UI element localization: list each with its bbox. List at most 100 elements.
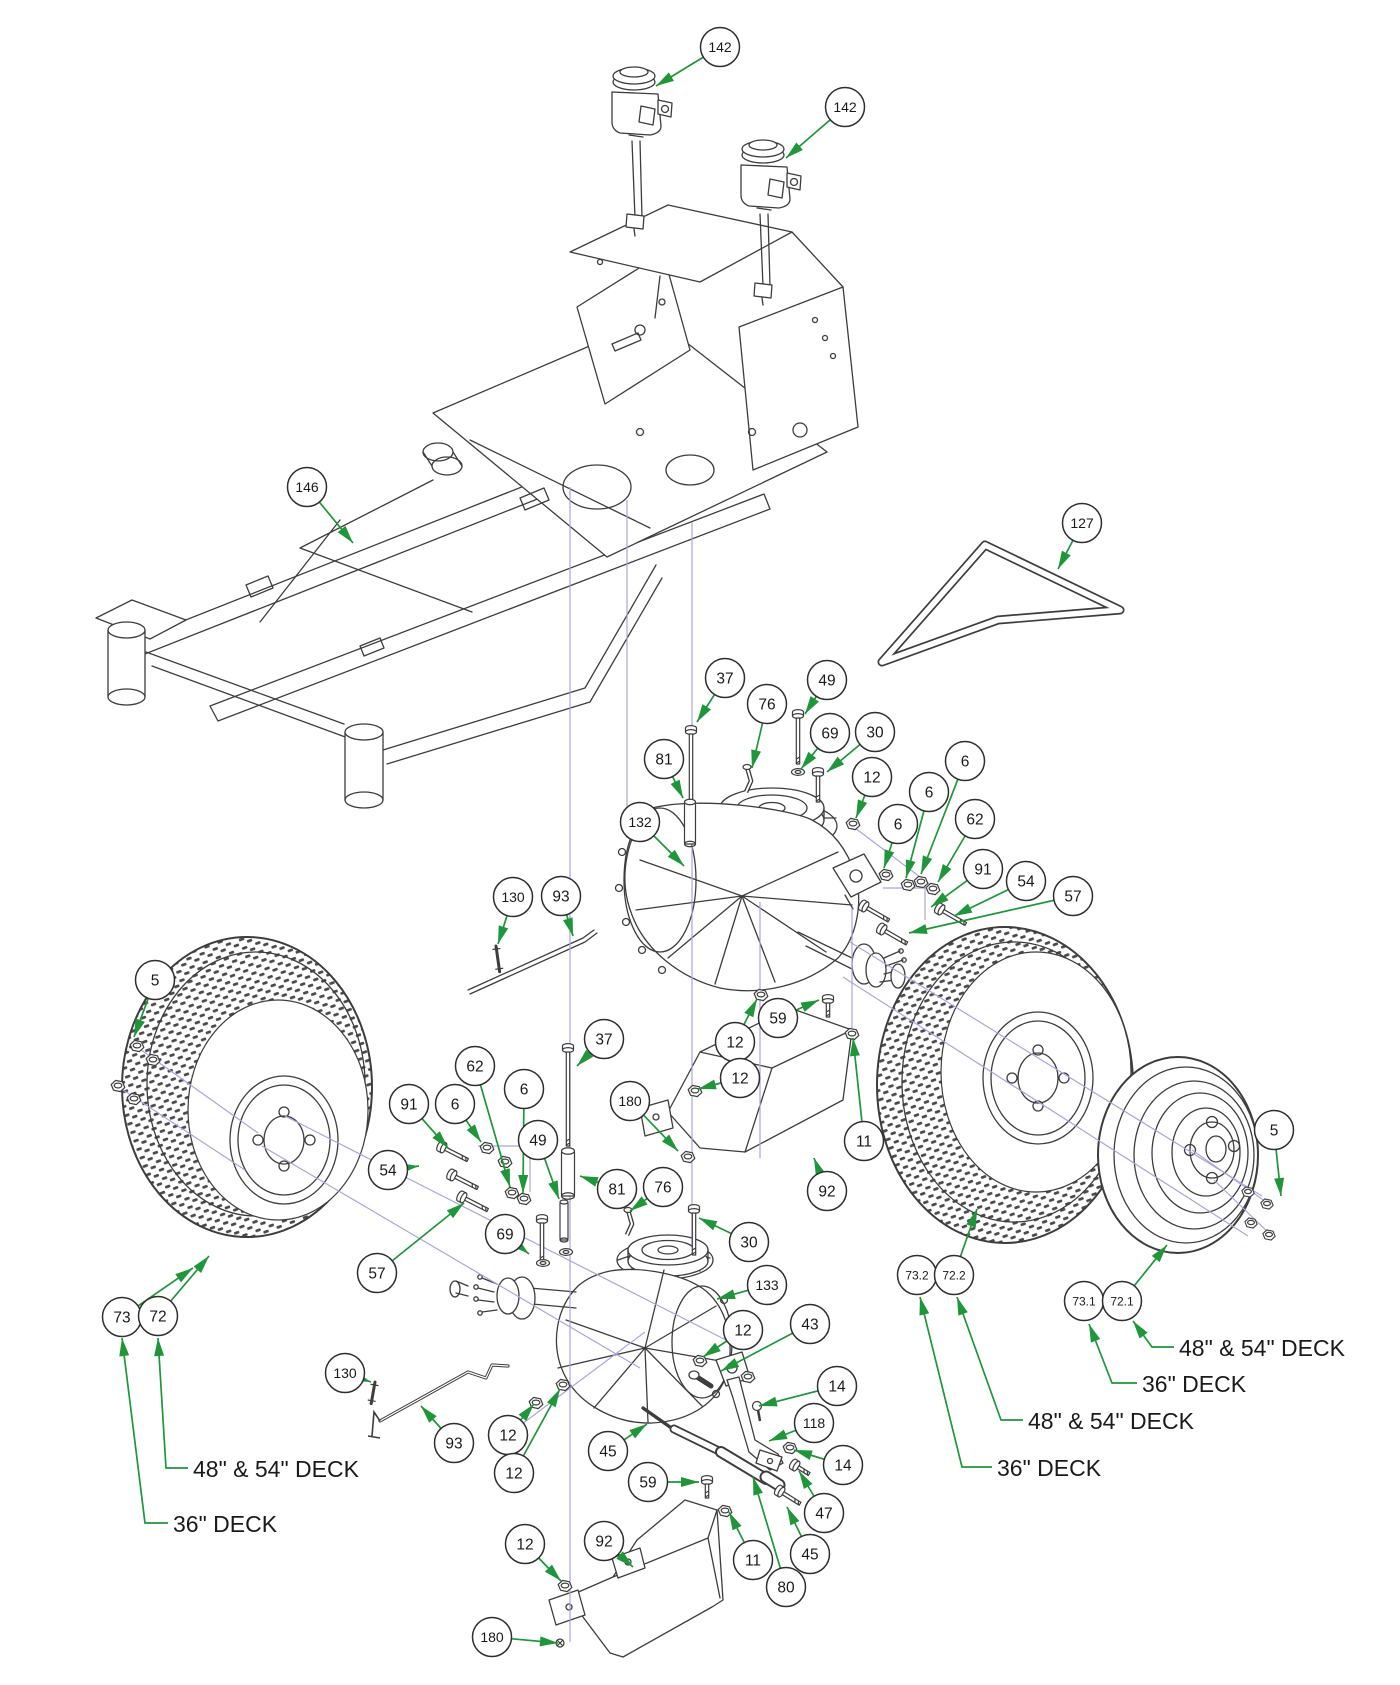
callout-127: 127 (1061, 502, 1103, 544)
brake-linkage (641, 1370, 786, 1492)
callout-12: 12 (487, 1414, 529, 1456)
callout-circle (587, 1430, 629, 1472)
leader-arrowhead (919, 1297, 930, 1316)
callout-number: 93 (552, 889, 569, 906)
callout-number: 118 (803, 1415, 826, 1431)
callout-5: 5 (134, 959, 176, 1001)
part-washer-icon (790, 767, 806, 777)
leader-arrowhead (884, 849, 895, 868)
callout-37: 37 (583, 1018, 625, 1060)
callout-80: 80 (765, 1566, 807, 1608)
part-lug-icon (1241, 1186, 1255, 1198)
callout-circle (908, 771, 950, 813)
callout-circle (492, 876, 534, 918)
callout-circle (746, 1264, 788, 1306)
callout-circle (596, 1168, 638, 1210)
callout-73: 73 (101, 1296, 143, 1338)
part-nut-icon (479, 1141, 495, 1155)
part-nut-icon (845, 817, 861, 831)
leader-arrowhead (800, 1000, 819, 1012)
leader-arrowhead (849, 1038, 860, 1057)
part-lug-icon (1262, 1229, 1276, 1241)
leader-arrowhead (539, 1636, 558, 1647)
part-spacer-icon (559, 1199, 569, 1243)
callout-circle (789, 1533, 831, 1575)
leader-arrowhead (119, 1338, 130, 1357)
callout-number: 81 (608, 1182, 625, 1199)
deck-label: 36" DECK (1142, 1371, 1247, 1397)
callout-number: 54 (1017, 874, 1035, 891)
leader-arrowhead (670, 779, 683, 798)
leader-arrowhead (681, 1477, 699, 1487)
deck-label: 48" & 54" DECK (193, 1456, 360, 1482)
leader-arrowhead (698, 1079, 717, 1090)
callout-12: 12 (722, 1309, 764, 1351)
callout-number: 76 (654, 1180, 671, 1197)
part-fitting-icon (623, 1206, 635, 1236)
callout-6: 6 (908, 771, 950, 813)
callout-circle (1005, 860, 1047, 902)
part-nut-icon (504, 1186, 520, 1200)
part-washer-icon (535, 1258, 551, 1268)
callout-circle (765, 1566, 807, 1608)
leader-arrowhead (548, 1180, 559, 1199)
callout-circle (851, 756, 893, 798)
callout-number: 6 (451, 1097, 460, 1114)
leader-arrowhead (1151, 1245, 1167, 1263)
part-pin-icon (492, 944, 504, 974)
leader-arrowhead (794, 1450, 813, 1461)
callout-circle (806, 659, 848, 701)
callout-circle (699, 26, 741, 68)
leader-arrowhead (1133, 1321, 1148, 1339)
callout-circle (484, 1213, 526, 1255)
callout-81: 81 (643, 738, 685, 780)
callout-number: 72 (149, 1309, 166, 1326)
callout-73.2: 73.2 (896, 1254, 938, 1296)
callout-6: 6 (503, 1068, 545, 1110)
callout-11: 11 (732, 1539, 774, 1581)
leader-line (474, 1065, 511, 1188)
callout-54: 54 (1005, 860, 1047, 902)
callout-circle (809, 712, 851, 754)
callout-number: 45 (599, 1444, 616, 1461)
part-ballstud-icon (751, 1400, 763, 1422)
part-nut-icon (844, 1027, 860, 1041)
callout-number: 132 (628, 814, 652, 830)
right-rear-tire (876, 926, 1134, 1244)
callout-number: 93 (445, 1436, 462, 1453)
callout-number: 180 (618, 1093, 642, 1109)
callout-5: 5 (1253, 1109, 1295, 1151)
callout-number: 12 (863, 770, 880, 787)
callout-91: 91 (962, 848, 1004, 890)
part-bolt-icon (436, 1140, 469, 1163)
leader-arrowhead (931, 892, 949, 907)
callout-circle (367, 1149, 409, 1191)
part-nut-icon (925, 882, 941, 896)
callout-62: 62 (454, 1045, 496, 1087)
callout-11: 11 (843, 1120, 885, 1162)
callout-number: 37 (595, 1032, 612, 1049)
construction-line (1191, 1149, 1273, 1207)
callout-number: 12 (499, 1428, 516, 1445)
part-washer-icon (558, 1247, 574, 1257)
construction-line (119, 1087, 246, 1171)
callout-number: 30 (740, 1235, 758, 1252)
callout-number: 73.2 (905, 1268, 929, 1282)
callout-72: 72 (137, 1295, 179, 1337)
leader-arrowhead (786, 142, 803, 158)
callout-number: 142 (708, 39, 732, 55)
part-nut-icon (126, 1092, 142, 1106)
leader-arrowhead (699, 1218, 718, 1231)
callout-92: 92 (583, 1520, 625, 1562)
callout-number: 54 (379, 1163, 397, 1180)
callout-circle (816, 1365, 858, 1407)
leader-arrowhead (957, 1297, 968, 1316)
leader-arrowhead (744, 999, 757, 1018)
part-nut-icon (740, 1370, 756, 1384)
callout-number: 14 (828, 1379, 846, 1396)
leader-arrowhead (193, 1256, 209, 1273)
callout-number: 5 (151, 973, 160, 990)
leader-arrowhead (656, 72, 674, 86)
part-spacer-icon (683, 798, 697, 848)
callout-circle (627, 1461, 669, 1503)
